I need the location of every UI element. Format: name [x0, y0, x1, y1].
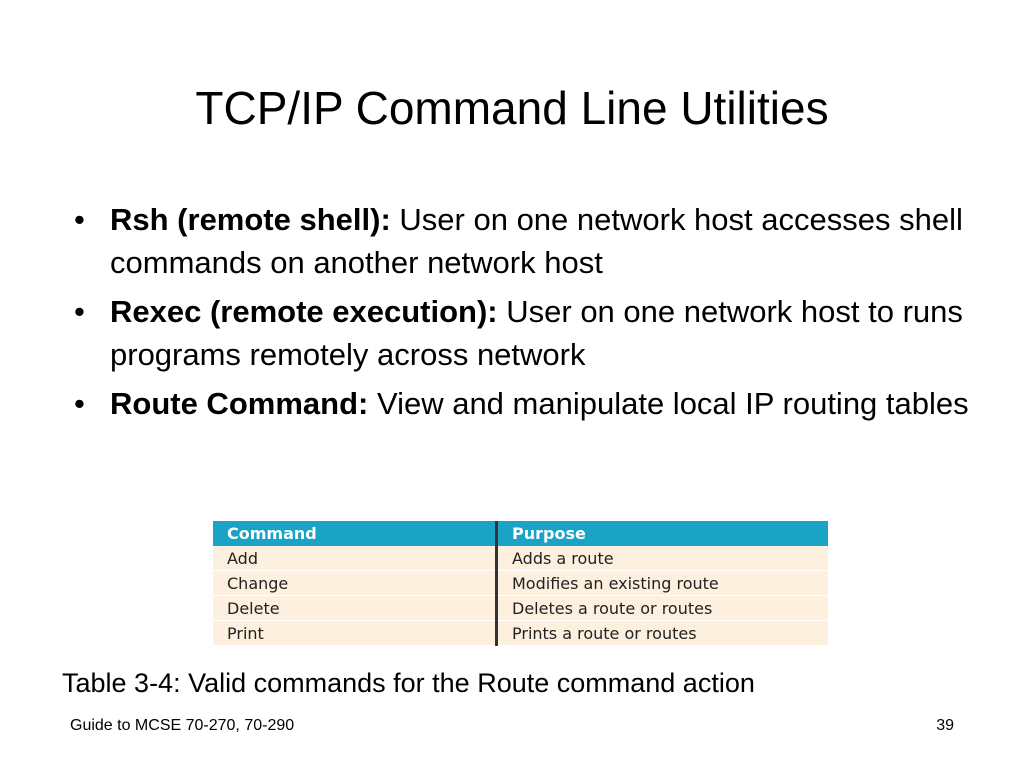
table-cell-command: Print	[213, 620, 498, 646]
table-row: Print Prints a route or routes	[213, 620, 828, 646]
table-cell-command: Delete	[213, 595, 498, 621]
bullet-term: Route Command:	[110, 386, 369, 421]
table-cell-command: Add	[213, 546, 498, 571]
table-cell-command: Change	[213, 570, 498, 596]
bullet-term: Rexec (remote execution):	[110, 294, 498, 329]
footer-page-number: 39	[936, 717, 954, 734]
route-commands-table: Command Purpose Add Adds a route Change …	[213, 521, 828, 646]
bullet-list: • Rsh (remote shell): User on one networ…	[70, 198, 970, 431]
bullet-dot-icon: •	[74, 202, 85, 237]
table-row: Add Adds a route	[213, 546, 828, 571]
table-caption: Table 3-4: Valid commands for the Route …	[62, 668, 755, 698]
bullet-dot-icon: •	[74, 386, 85, 421]
bullet-text: User on one network host accesses shell …	[110, 202, 963, 280]
table-cell-purpose: Deletes a route or routes	[496, 595, 828, 621]
column-header-command: Command	[213, 521, 498, 546]
bullet-item-rsh: • Rsh (remote shell): User on one networ…	[70, 198, 970, 284]
bullet-text: View and manipulate local IP routing tab…	[376, 386, 969, 421]
bullet-text: User on one network host to runs program…	[110, 294, 963, 372]
table-cell-purpose: Adds a route	[496, 546, 828, 571]
table-cell-purpose: Modifies an existing route	[496, 570, 828, 596]
footer-source: Guide to MCSE 70-270, 70-290	[70, 717, 295, 734]
table-cell-purpose: Prints a route or routes	[496, 620, 828, 646]
table-row: Delete Deletes a route or routes	[213, 595, 828, 621]
slide-title: TCP/IP Command Line Utilities	[195, 82, 829, 134]
bullet-dot-icon: •	[74, 294, 85, 329]
bullet-item-route: • Route Command: View and manipulate loc…	[70, 382, 970, 425]
table-header-row: Command Purpose	[213, 521, 828, 546]
bullet-item-rexec: • Rexec (remote execution): User on one …	[70, 290, 970, 376]
column-header-purpose: Purpose	[496, 521, 828, 546]
bullet-term: Rsh (remote shell):	[110, 202, 391, 237]
table-row: Change Modifies an existing route	[213, 570, 828, 596]
